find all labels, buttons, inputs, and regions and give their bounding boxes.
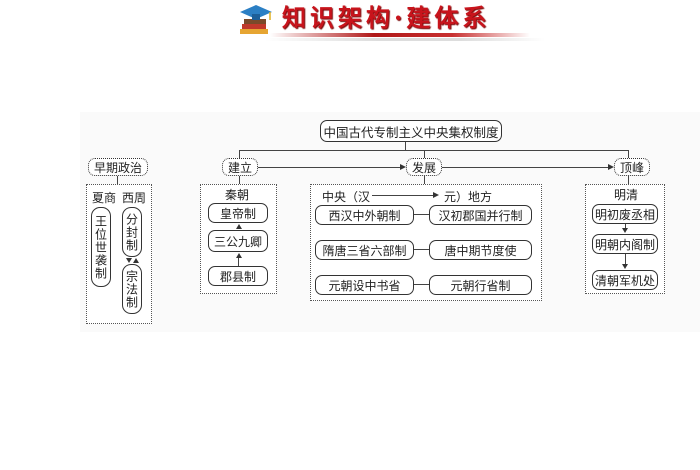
local-row-1: 汉初郡国并行制	[429, 205, 532, 225]
ming-qing-header: 明清	[614, 188, 639, 202]
abolish-chancellor-box: 明初废丞相	[592, 204, 658, 224]
arrow-head-icon	[400, 164, 406, 170]
arrow-down-icon	[622, 228, 628, 233]
arrow-up-icon	[236, 224, 242, 229]
books-graduation-cap-icon	[236, 2, 276, 36]
root-node: 中国古代专制主义中央集权制度	[320, 120, 502, 142]
stage-establish: 建立	[222, 158, 258, 176]
central-row-1: 西汉中外朝制	[315, 205, 414, 225]
arrow-head-icon	[608, 164, 614, 170]
patriarchal-clan-box: 宗法制	[122, 264, 142, 314]
arrow-head-icon	[433, 192, 439, 198]
central-header: 中央（汉	[322, 190, 371, 204]
connector	[424, 150, 426, 159]
xi-zhou-header: 西周	[122, 191, 147, 205]
banner-title: 知识架构·建体系	[282, 3, 491, 32]
timeline-arrow	[372, 195, 434, 197]
connector	[239, 150, 241, 159]
arrow-develop-to-peak	[442, 167, 608, 169]
prefecture-county-box: 郡县制	[208, 266, 268, 286]
connector	[238, 256, 240, 266]
connector	[414, 214, 429, 216]
arrow-up-icon	[133, 258, 139, 263]
central-row-2: 隋唐三省六部制	[315, 240, 414, 260]
connector	[625, 224, 627, 230]
connector	[405, 142, 407, 150]
central-row-3: 元朝设中书省	[315, 275, 414, 295]
local-header: 元）地方	[444, 190, 493, 204]
connector	[239, 176, 241, 184]
grand-secretariat-box: 明朝内阁制	[592, 234, 658, 254]
arrow-down-icon	[622, 264, 628, 269]
connector	[628, 176, 630, 184]
connector	[239, 150, 629, 152]
xia-shang-header: 夏商	[92, 191, 117, 205]
connector	[424, 176, 426, 184]
stage-early-politics: 早期政治	[88, 158, 148, 176]
connector	[414, 249, 429, 251]
grand-council-box: 清朝军机处	[592, 270, 658, 290]
banner-underline	[270, 33, 530, 37]
enfeoffment-box: 分封制	[122, 207, 142, 257]
connector	[117, 176, 119, 184]
arrow-establish-to-develop	[258, 167, 400, 169]
connector	[628, 150, 630, 159]
emperor-system-box: 皇帝制	[208, 203, 268, 223]
three-ducal-ministers-box: 三公九卿	[208, 230, 268, 252]
local-row-3: 元朝行省制	[429, 275, 532, 295]
connector	[414, 284, 429, 286]
local-row-2: 唐中期节度使	[429, 240, 532, 260]
banner-shadow	[265, 38, 545, 41]
arrow-down-icon	[126, 258, 132, 263]
qin-header: 秦朝	[225, 188, 250, 202]
stage-develop: 发展	[406, 158, 442, 176]
hereditary-throne-box: 王位世袭制	[91, 207, 111, 287]
stage-peak: 顶峰	[614, 158, 650, 176]
arrow-up-icon	[236, 253, 242, 258]
connector	[625, 254, 627, 266]
